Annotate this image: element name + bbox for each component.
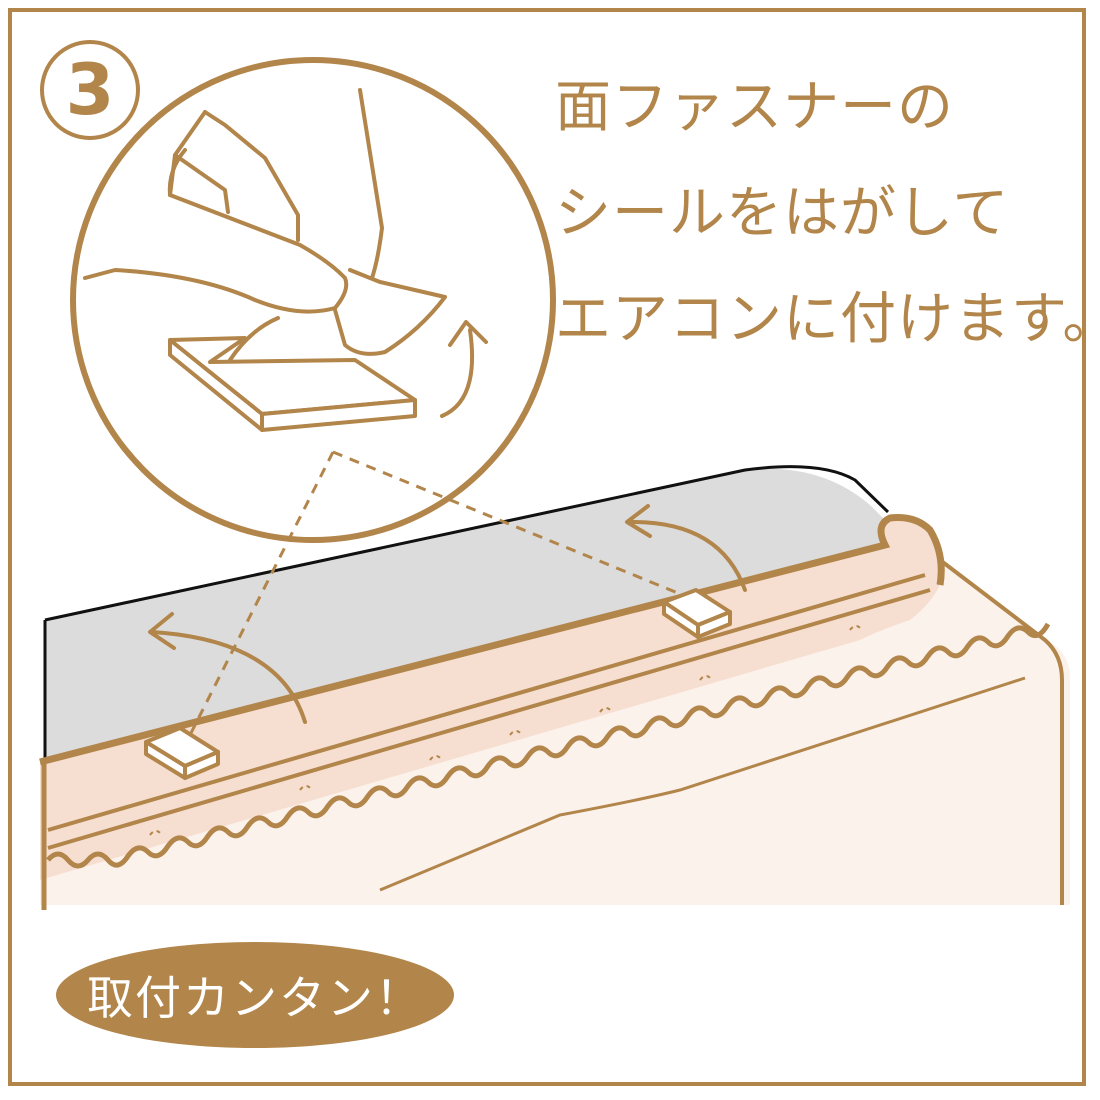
outer-frame (8, 8, 1086, 1086)
cover-top-edge (39, 514, 945, 766)
aircon-top-panel (45, 468, 890, 758)
hand-peeling-icon (83, 88, 447, 362)
step-number-badge: 3 (40, 40, 140, 140)
velcro-pad-icon (168, 336, 417, 432)
instruction-line-2: シールをはがして (555, 181, 1010, 246)
instruction-text: 面ファスナーの シールをはがして エアコンに付けます。 (555, 55, 1100, 373)
aircon-body-edge (938, 558, 1064, 905)
curved-arrow-icon (440, 320, 488, 418)
aircon-arrow-icon-left (148, 612, 307, 724)
instruction-line-3: エアコンに付けます。 (555, 287, 1100, 352)
zoom-circle (70, 57, 556, 543)
cover-line-2 (47, 588, 931, 850)
aircon-arrow-icon-right (625, 504, 747, 592)
easy-install-badge: 取付カンタン！ (56, 942, 454, 1048)
easy-install-label: 取付カンタン！ (87, 971, 423, 1025)
aircon-body-line (379, 676, 1026, 892)
velcro-pad-icon-on-cover-left (144, 726, 220, 780)
cover-line-1 (47, 573, 926, 832)
cover-ruffle (46, 622, 1051, 869)
velcro-pad-icon-on-cover-right (662, 588, 732, 639)
step-number: 3 (65, 49, 115, 131)
aircon-top-outline (44, 465, 890, 622)
instruction-line-1: 面ファスナーの (555, 75, 954, 140)
